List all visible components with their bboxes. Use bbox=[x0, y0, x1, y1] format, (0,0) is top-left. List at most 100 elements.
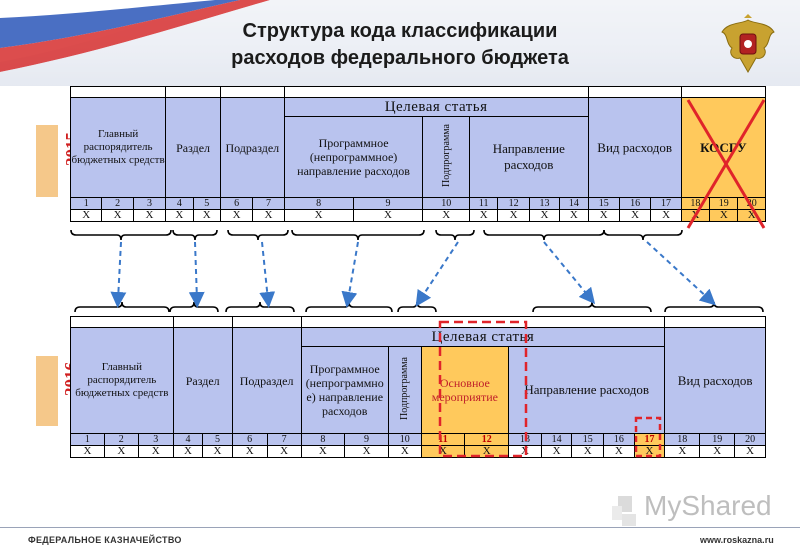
num-cell-2016-10: 10 bbox=[387, 433, 422, 446]
col-programmnoe-2016: Программное (непрограммно е) направление… bbox=[300, 346, 389, 434]
x-cell-2015-8: X bbox=[283, 209, 354, 222]
braces-2016 bbox=[74, 301, 764, 313]
x-cell-2016-4: X bbox=[172, 445, 204, 458]
x-cell-2016-8: X bbox=[300, 445, 346, 458]
col-razdel-2015: Раздел bbox=[165, 97, 221, 198]
num-cell-2015-5: 5 bbox=[192, 197, 221, 210]
col-celevaya-2015: Целевая статья bbox=[283, 97, 589, 117]
x-cell-2015-13: X bbox=[528, 209, 561, 222]
col-osnovnoe-2016: Основное мероприятие bbox=[420, 346, 510, 434]
num-cell-2016-11: 11 bbox=[420, 433, 466, 446]
num-cell-2016-5: 5 bbox=[202, 433, 233, 446]
col-vid-2015: Вид расходов bbox=[587, 97, 682, 198]
watermark-text: MyShared bbox=[644, 490, 772, 521]
col-razdel-2016: Раздел bbox=[172, 327, 233, 434]
col-kosgu-2015: КОСГУ bbox=[680, 97, 767, 198]
x-cell-2015-5: X bbox=[192, 209, 221, 222]
x-cell-2016-12: X bbox=[464, 445, 510, 458]
title-line-1: Структура кода классификации bbox=[242, 20, 558, 42]
col-vid-2016: Вид расходов bbox=[664, 327, 766, 434]
footer-org-name: ФЕДЕРАЛЬНОЕ КАЗНАЧЕЙСТВО bbox=[28, 535, 182, 545]
year-label-2015: 2015 bbox=[36, 125, 81, 197]
col-programmnoe-2015: Программное (непрограммное) направление … bbox=[283, 116, 424, 198]
num-cell-2016-13: 13 bbox=[508, 433, 542, 446]
x-cell-2016-2: X bbox=[103, 445, 139, 458]
num-cell-2016-7: 7 bbox=[266, 433, 302, 446]
num-cell-2015-6: 6 bbox=[219, 197, 254, 210]
x-cell-2015-19: X bbox=[709, 209, 739, 222]
braces-2015 bbox=[70, 229, 683, 241]
col-podprogramma-2016: Подпрограмма bbox=[387, 346, 422, 434]
x-cell-2015-18: X bbox=[680, 209, 711, 222]
x-cell-2015-12: X bbox=[497, 209, 530, 222]
num-cell-2016-17: 17 bbox=[633, 433, 666, 446]
year-label-2016: 2016 bbox=[36, 356, 80, 426]
mapping-arrows bbox=[110, 241, 716, 308]
col-celevaya-2016: Целевая статья bbox=[300, 327, 666, 347]
num-cell-2015-19: 19 bbox=[709, 197, 739, 210]
x-cell-2015-20: X bbox=[737, 209, 766, 222]
footer-divider bbox=[0, 527, 800, 528]
num-cell-2015-15: 15 bbox=[587, 197, 620, 210]
x-cell-2016-5: X bbox=[202, 445, 233, 458]
x-cell-2016-7: X bbox=[266, 445, 302, 458]
num-cell-2015-13: 13 bbox=[528, 197, 561, 210]
page-title: Структура кода классификации расходов фе… bbox=[160, 18, 640, 72]
num-cell-2016-19: 19 bbox=[699, 433, 736, 446]
x-cell-2016-3: X bbox=[137, 445, 174, 458]
num-cell-2015-18: 18 bbox=[680, 197, 711, 210]
col-napravlenie-2016: Направление расходов bbox=[508, 346, 666, 434]
num-cell-2016-2: 2 bbox=[103, 433, 139, 446]
x-cell-2015-16: X bbox=[618, 209, 652, 222]
watermark-logo-icon bbox=[612, 496, 636, 526]
num-cell-2015-4: 4 bbox=[165, 197, 194, 210]
num-cell-2016-15: 15 bbox=[571, 433, 605, 446]
table-2016: Главный распорядитель бюджетных средств … bbox=[70, 316, 766, 458]
x-cell-2016-11: X bbox=[420, 445, 466, 458]
x-cell-2016-19: X bbox=[699, 445, 736, 458]
num-cell-2015-9: 9 bbox=[352, 197, 424, 210]
num-cell-2016-9: 9 bbox=[344, 433, 389, 446]
num-cell-2015-1: 1 bbox=[69, 197, 103, 210]
x-cell-2016-9: X bbox=[344, 445, 389, 458]
num-cell-2015-11: 11 bbox=[469, 197, 499, 210]
x-cell-2015-15: X bbox=[587, 209, 620, 222]
num-cell-2016-4: 4 bbox=[172, 433, 204, 446]
x-cell-2015-6: X bbox=[219, 209, 254, 222]
num-cell-2015-10: 10 bbox=[422, 197, 471, 210]
num-cell-2016-20: 20 bbox=[734, 433, 766, 446]
col-podprogramma-2015: Подпрограмма bbox=[422, 116, 471, 198]
num-cell-2015-12: 12 bbox=[497, 197, 530, 210]
x-cell-2016-20: X bbox=[734, 445, 766, 458]
num-cell-2015-7: 7 bbox=[252, 197, 285, 210]
x-cell-2015-1: X bbox=[69, 209, 103, 222]
x-cell-2016-17: X bbox=[633, 445, 666, 458]
x-cell-2016-6: X bbox=[231, 445, 268, 458]
num-cell-2016-18: 18 bbox=[664, 433, 701, 446]
table-2015: Главный распорядитель бюджетных средств … bbox=[69, 86, 767, 222]
col-napravlenie-2015: Направление расходов bbox=[469, 116, 589, 198]
x-cell-2015-7: X bbox=[252, 209, 285, 222]
x-cell-2016-10: X bbox=[387, 445, 422, 458]
num-cell-2016-6: 6 bbox=[231, 433, 268, 446]
x-cell-2015-9: X bbox=[352, 209, 424, 222]
title-line-2: расходов федерального бюджета bbox=[231, 47, 569, 69]
col-glav-2016: Главный распорядитель бюджетных средств bbox=[70, 327, 174, 434]
footer-website-link[interactable]: www.roskazna.ru bbox=[700, 535, 774, 545]
x-cell-2015-11: X bbox=[469, 209, 499, 222]
num-cell-2016-12: 12 bbox=[464, 433, 510, 446]
num-cell-2015-17: 17 bbox=[650, 197, 682, 210]
x-cell-2016-14: X bbox=[540, 445, 573, 458]
x-cell-2016-15: X bbox=[571, 445, 605, 458]
flag-swoosh-graphic bbox=[0, 0, 800, 86]
col-glav-2015: Главный распорядитель бюджетных средств bbox=[69, 97, 167, 198]
x-cell-2015-3: X bbox=[132, 209, 167, 222]
x-cell-2016-1: X bbox=[70, 445, 105, 458]
x-cell-2015-17: X bbox=[650, 209, 682, 222]
num-cell-2015-20: 20 bbox=[737, 197, 766, 210]
x-cell-2016-16: X bbox=[603, 445, 635, 458]
num-cell-2015-8: 8 bbox=[283, 197, 354, 210]
